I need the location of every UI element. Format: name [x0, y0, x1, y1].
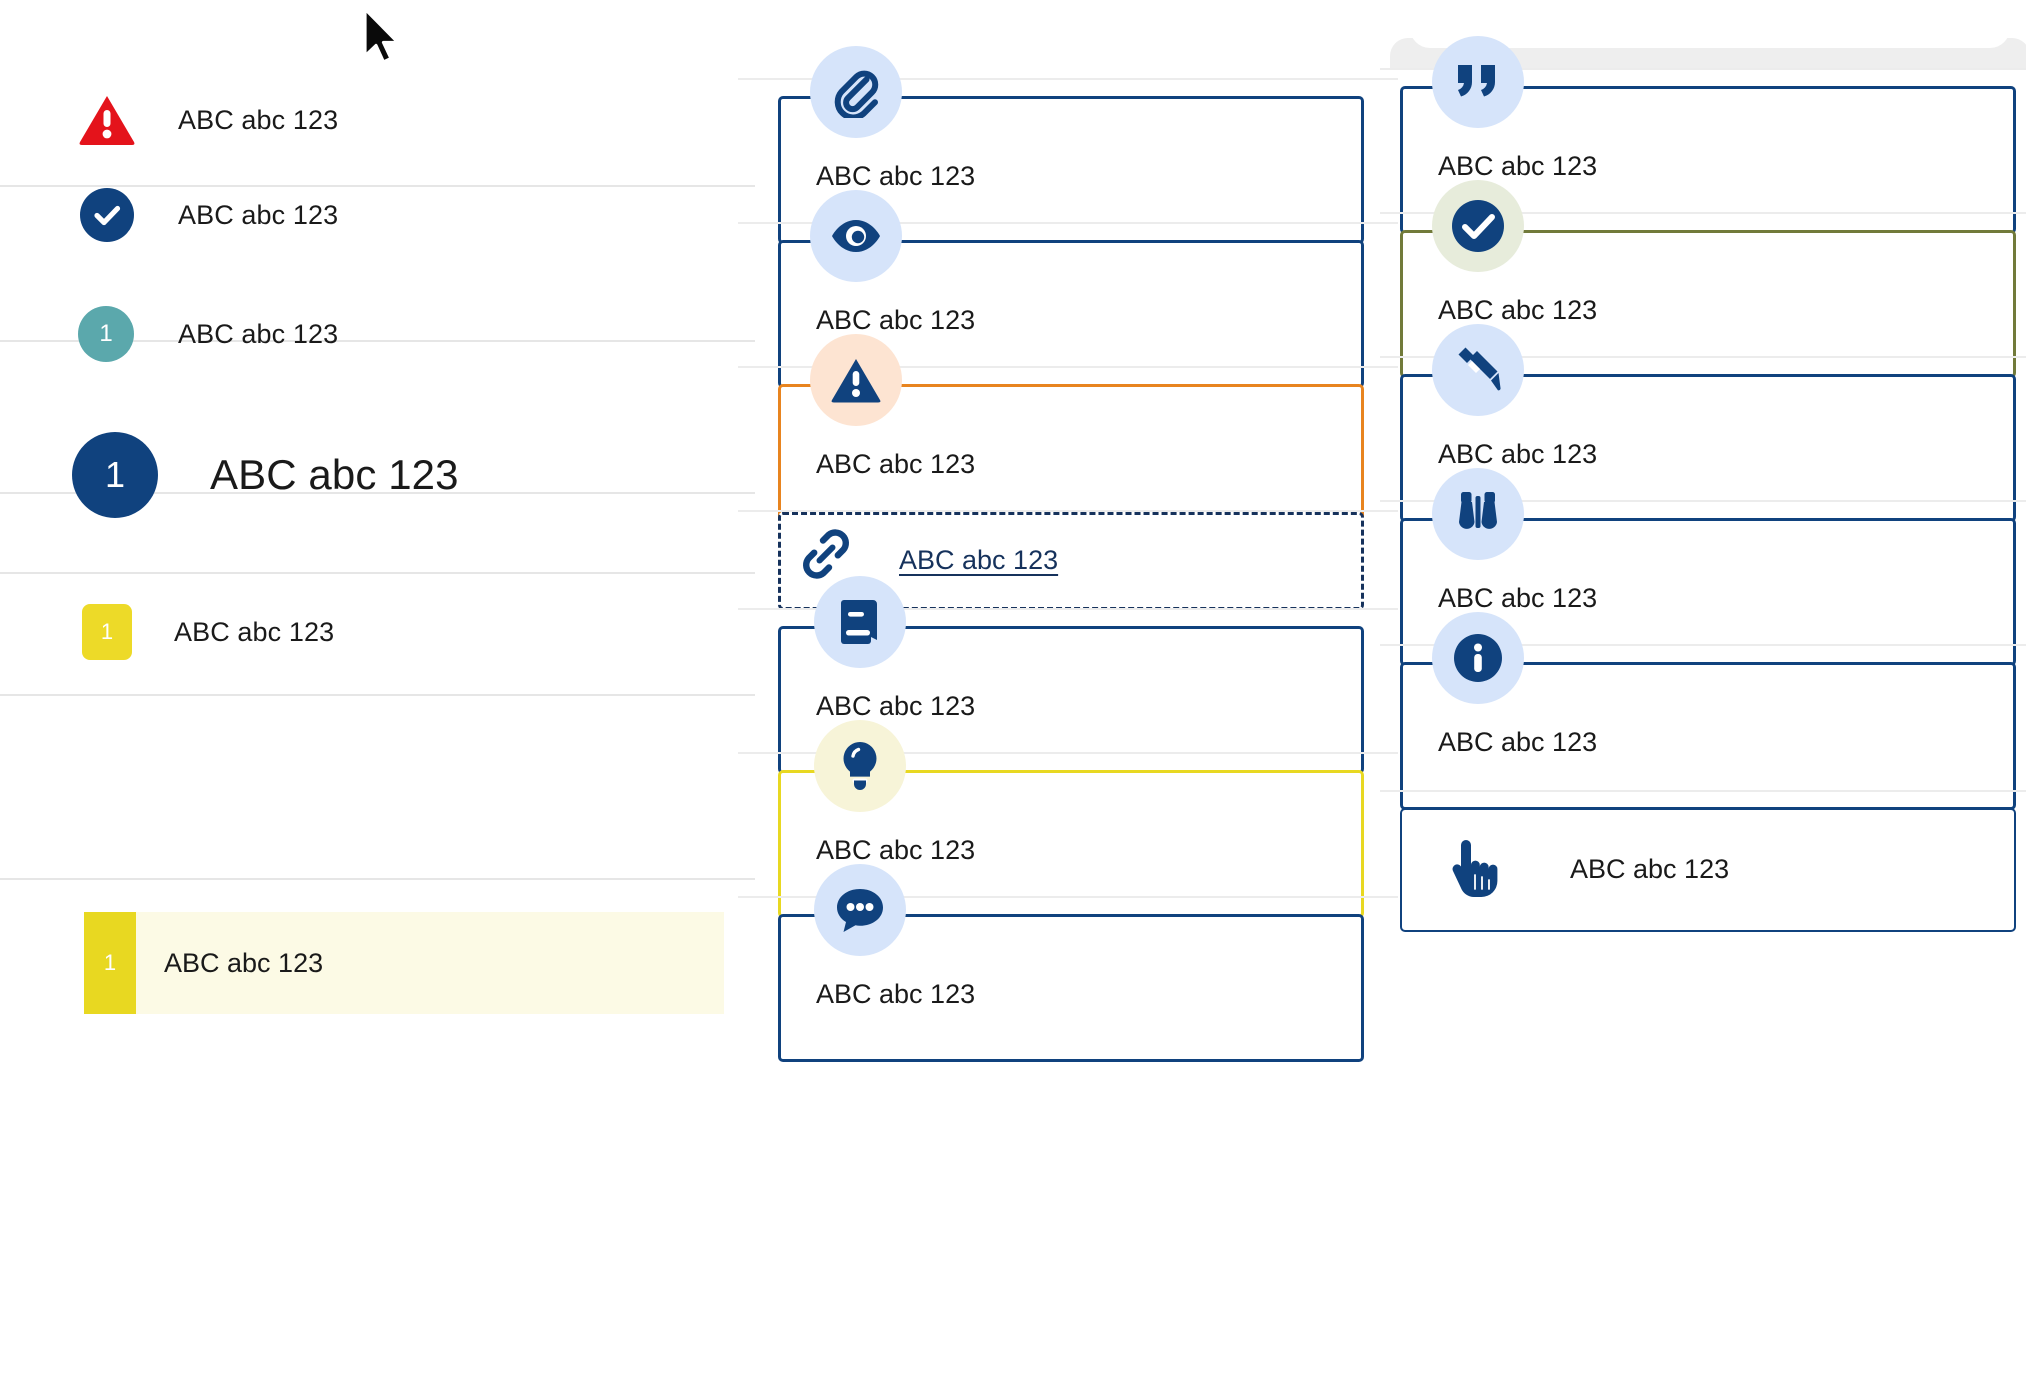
list-item[interactable]: 1 ABC abc 123: [0, 592, 755, 672]
badge-count: 1: [104, 454, 126, 495]
divider: [0, 572, 755, 574]
list-item-label: ABC abc 123: [164, 947, 324, 978]
list-item-label: ABC abc 123: [178, 104, 339, 135]
list-item-label: ABC abc 123: [178, 318, 339, 349]
paperclip-icon: [810, 46, 902, 138]
number-badge-icon: 1: [82, 604, 132, 660]
pointing-hand-icon: [1428, 822, 1520, 914]
divider: [738, 78, 1398, 80]
divider: [0, 694, 755, 696]
warning-triangle-icon: [78, 94, 136, 146]
comment-dots-icon: [814, 864, 906, 956]
divider: [0, 878, 755, 880]
top-panel-surface: [1410, 0, 2010, 48]
divider: [738, 222, 1398, 224]
check-circle-icon: [80, 188, 134, 242]
binoculars-icon: [1432, 468, 1524, 560]
divider: [738, 896, 1398, 898]
eye-icon: [810, 190, 902, 282]
lightbulb-icon: [814, 720, 906, 812]
divider: [738, 608, 1398, 610]
left-panel: ABC abc 123 ABC abc 123 1 ABC abc 123 1: [0, 0, 755, 1392]
card-label: ABC abc 123: [816, 161, 976, 191]
divider: [1380, 356, 2026, 358]
number-badge-icon: 1: [72, 432, 158, 518]
list-item-selected[interactable]: 1 ABC abc 123: [84, 912, 724, 1014]
list-item-label: ABC abc 123: [174, 616, 335, 647]
badge-count: 1: [100, 619, 114, 644]
card-label: ABC abc 123: [1570, 854, 1730, 884]
number-badge-icon: 1: [78, 306, 134, 362]
divider: [1380, 212, 2026, 214]
divider: [0, 492, 755, 494]
card-label: ABC abc 123: [1438, 295, 1598, 325]
number-badge-icon: 1: [84, 912, 136, 1014]
card-label: ABC abc 123: [816, 305, 976, 335]
list-item[interactable]: ABC abc 123: [0, 175, 755, 255]
divider: [0, 340, 755, 342]
card-label: ABC abc 123: [816, 835, 976, 865]
info-circle-icon: [1432, 612, 1524, 704]
mouse-pointer-icon: [360, 6, 406, 68]
card-label: ABC abc 123: [816, 979, 976, 1009]
list-item[interactable]: ABC abc 123: [0, 80, 755, 160]
badge-count: 1: [99, 320, 113, 347]
list-item-label: ABC abc 123: [210, 451, 459, 498]
list-item[interactable]: 1 ABC abc 123: [0, 430, 755, 520]
divider: [738, 366, 1398, 368]
check-circle-icon: [1432, 180, 1524, 272]
card-action[interactable]: ABC abc 123: [1400, 808, 2016, 932]
alert-triangle-icon: [810, 334, 902, 426]
book-icon: [814, 576, 906, 668]
card-label: ABC abc 123: [1438, 151, 1598, 181]
divider: [0, 185, 755, 187]
card-label: ABC abc 123: [1438, 439, 1598, 469]
link-chain-icon: [780, 508, 872, 600]
quote-icon: [1432, 36, 1524, 128]
card-label: ABC abc 123: [816, 691, 976, 721]
badge-count: 1: [103, 950, 117, 975]
card-link-label[interactable]: ABC abc 123: [899, 545, 1059, 575]
card-label: ABC abc 123: [1438, 583, 1598, 613]
card-label: ABC abc 123: [1438, 727, 1598, 757]
list-item[interactable]: 1 ABC abc 123: [0, 294, 755, 374]
card-label: ABC abc 123: [816, 449, 976, 479]
divider: [1380, 790, 2026, 792]
divider: [738, 752, 1398, 754]
pencil-icon: [1432, 324, 1524, 416]
divider: [1380, 500, 2026, 502]
divider: [1380, 644, 2026, 646]
list-item-label: ABC abc 123: [178, 199, 339, 230]
divider: [738, 510, 1398, 512]
divider: [1380, 68, 2026, 70]
